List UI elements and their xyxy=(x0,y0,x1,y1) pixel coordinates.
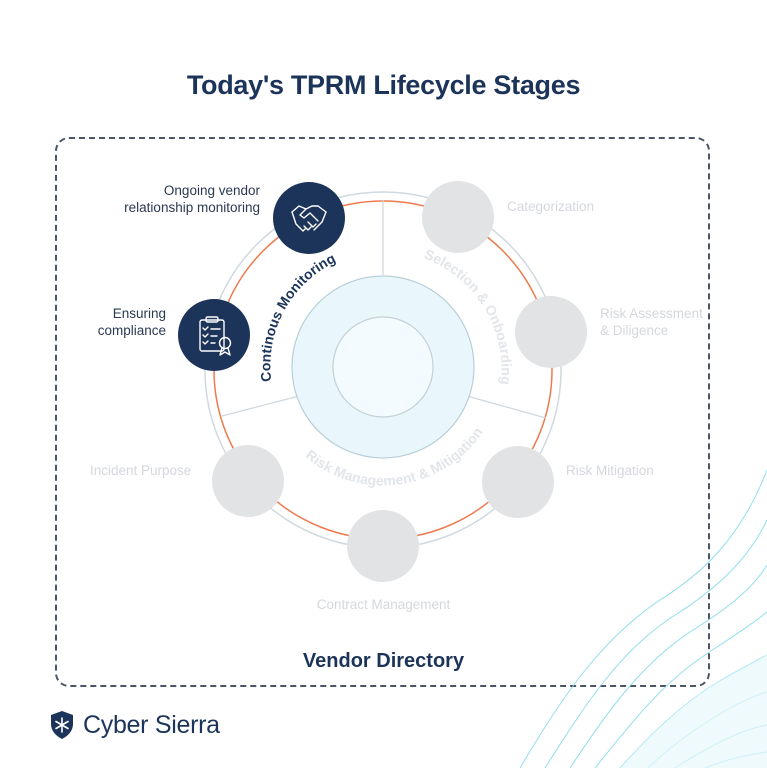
incident-purpose-node xyxy=(212,445,284,517)
divider-line xyxy=(221,395,300,417)
shield-star-icon xyxy=(51,711,73,739)
contract-management-label: Contract Management xyxy=(316,597,451,612)
risk-assessment-node xyxy=(515,296,587,368)
ongoing-vendor-label: Ongoing vendor relationship monitoring xyxy=(124,183,260,215)
vendor-directory-frame xyxy=(55,137,710,687)
categorization-label: Categorization xyxy=(507,199,595,214)
divider-line xyxy=(466,395,547,419)
contract-management-node xyxy=(347,510,419,582)
brand-name: Cyber Sierra xyxy=(83,710,220,739)
handshake-icon xyxy=(273,182,345,254)
page-title: Today's TPRM Lifecycle Stages xyxy=(186,70,581,100)
clipboard-checklist-icon xyxy=(178,299,250,371)
risk-assessment-label: Risk Assessment & Diligence xyxy=(600,306,703,338)
vendor-directory-title: Vendor Directory xyxy=(302,650,465,672)
incident-purpose-label: Incident Purpose xyxy=(90,463,192,478)
ensuring-compliance-label: Ensuring compliance xyxy=(97,306,166,338)
risk-mitigation-node xyxy=(482,446,554,518)
core-circle xyxy=(332,316,434,418)
brand-logo: Cyber Sierra xyxy=(50,708,220,742)
categorization-node xyxy=(422,181,494,253)
risk-mitigation-label: Risk Mitigation xyxy=(566,463,654,478)
